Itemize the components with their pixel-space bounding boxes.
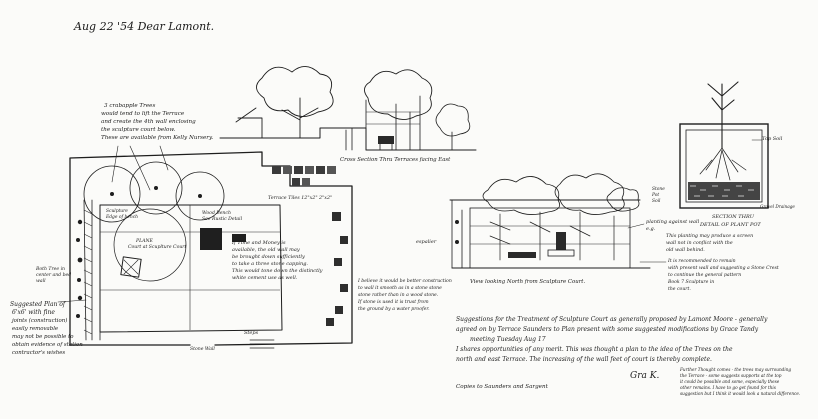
steps: Steps Stone Wall bbox=[190, 330, 275, 352]
svg-text:Book 7 Sculpture in: Book 7 Sculpture in bbox=[667, 279, 714, 285]
svg-text:Suggestions for the Treatment: Suggestions for the Treatment of Sculptu… bbox=[456, 316, 768, 323]
bench: Wood Bench See Rustic Detail bbox=[200, 210, 246, 250]
sculpture-base bbox=[120, 256, 142, 278]
svg-text:easily removable: easily removable bbox=[12, 326, 58, 332]
svg-text:Pot: Pot bbox=[651, 193, 659, 198]
plane-label: PLANE Court at Scuplture Court bbox=[128, 238, 186, 250]
svg-text:Court at Scuplture Court: Court at Scuplture Court bbox=[128, 244, 186, 250]
side-note: Further Thought comes - the trees may su… bbox=[679, 367, 800, 396]
svg-text:old wall behind.: old wall behind. bbox=[666, 247, 705, 253]
svg-text:may not be possible to: may not be possible to bbox=[12, 334, 74, 340]
svg-text:to take a three stone capping.: to take a three stone capping. bbox=[232, 261, 308, 267]
svg-text:north and east Terrace. The in: north and east Terrace. The increasing o… bbox=[456, 356, 712, 363]
svg-text:SECTION THRU: SECTION THRU bbox=[712, 214, 755, 220]
recommend-note: It is recommended to remain with present… bbox=[667, 258, 779, 292]
balance-note: I believe it would be better constructio… bbox=[357, 278, 452, 312]
svg-text:to continue the general patter: to continue the general pattern bbox=[668, 272, 741, 278]
svg-text:wall not in conflict with the: wall not in conflict with the bbox=[666, 240, 733, 246]
svg-text:to wall it smooth as in a ston: to wall it smooth as in a stone stone bbox=[358, 285, 442, 291]
sculpture-label: Sculpture Edge of bench bbox=[105, 209, 138, 220]
svg-text:meeting Tuesday Aug 17: meeting Tuesday Aug 17 bbox=[470, 336, 546, 343]
view-north: View looking North from Sculpture Court.… bbox=[449, 173, 779, 292]
gravel-label: Gravel Drainage bbox=[760, 204, 795, 209]
hedge-strip bbox=[76, 199, 101, 341]
svg-text:contractor's wishes: contractor's wishes bbox=[12, 350, 65, 356]
svg-text:This would tone down the disti: This would tone down the distinctly bbox=[232, 268, 323, 274]
cross-section-caption: Cross Section Thru Terraces facing East bbox=[340, 157, 451, 163]
view-north-caption: View looking North from Sculpture Court. bbox=[470, 279, 585, 285]
svg-text:white cement use as well.: white cement use as well. bbox=[232, 275, 298, 281]
cross-section: Cross Section Thru Terraces facing East bbox=[219, 66, 477, 163]
svg-text:This planting may produce a sc: This planting may produce a screen bbox=[666, 233, 753, 239]
svg-text:3 crabapple Trees: 3 crabapple Trees bbox=[104, 103, 155, 109]
terrace-tiles bbox=[272, 166, 336, 186]
svg-text:If Time and Money is: If Time and Money is bbox=[231, 240, 286, 246]
planter-side-label: Stone Pot Soil bbox=[651, 187, 665, 204]
svg-text:Edge of bench: Edge of bench bbox=[105, 215, 138, 220]
svg-text:available, the old wall may: available, the old wall may bbox=[232, 247, 300, 253]
svg-text:Both Tree in: Both Tree in bbox=[35, 266, 65, 272]
svg-text:other remains. I have to go ge: other remains. I have to go get found fo… bbox=[680, 385, 776, 390]
svg-text:Further Thought comes - the tr: Further Thought comes - the trees may su… bbox=[679, 367, 791, 372]
header-title: Aug 22 '54 Dear Lamont. bbox=[73, 20, 214, 33]
espalier-label: espalier bbox=[416, 239, 437, 245]
tree-note: 3 crabapple Trees would tend to lift the… bbox=[101, 103, 213, 141]
planter-title: SECTION THRU DETAIL OF PLANT POT bbox=[699, 214, 761, 228]
svg-text:the ground by a water proofer.: the ground by a water proofer. bbox=[358, 306, 430, 312]
garden-plan: 3 crabapple Trees would tend to lift the… bbox=[10, 103, 452, 356]
svg-text:Copies to Saunders and Sargent: Copies to Saunders and Sargent bbox=[456, 384, 549, 390]
svg-text:Wood Bench: Wood Bench bbox=[202, 210, 231, 216]
svg-text:6'x6' with fine: 6'x6' with fine bbox=[12, 309, 55, 316]
planting-note: This planting may produce a screen wall … bbox=[666, 233, 753, 253]
svg-text:e.g.: e.g. bbox=[646, 226, 656, 232]
svg-text:it could be possible and some,: it could be possible and some, especiall… bbox=[680, 379, 780, 384]
svg-text:the court.: the court. bbox=[668, 286, 691, 292]
wall-note: If Time and Money is available, the old … bbox=[231, 240, 323, 281]
planter-column bbox=[326, 212, 348, 326]
svg-text:I believe it would be better c: I believe it would be better constructio… bbox=[357, 278, 452, 284]
svg-text:DETAIL OF PLANT POT: DETAIL OF PLANT POT bbox=[699, 222, 761, 228]
svg-text:would tend to lift the Terrace: would tend to lift the Terrace bbox=[101, 111, 185, 117]
svg-text:wall: wall bbox=[36, 278, 46, 284]
signature: Gra K. bbox=[630, 371, 659, 381]
svg-text:suggestion but I think it woul: suggestion but I think it would look a n… bbox=[680, 391, 800, 396]
svg-text:Steps: Steps bbox=[244, 330, 259, 336]
svg-text:Stone Wall: Stone Wall bbox=[190, 346, 215, 352]
svg-text:obtain evidence of station: obtain evidence of station bbox=[12, 342, 83, 348]
terrace-label: Terrace Tiles 12"x2" 2"x2" bbox=[268, 195, 332, 201]
svg-text:PLANE: PLANE bbox=[135, 238, 153, 244]
svg-text:These are available from Kelly: These are available from Kelly Nursery. bbox=[101, 135, 213, 141]
svg-text:It is recommended to remain: It is recommended to remain bbox=[667, 258, 736, 264]
svg-text:I shares opportunities of any: I shares opportunities of any merit. Thi… bbox=[455, 346, 733, 353]
svg-text:be brought down sufficiently: be brought down sufficiently bbox=[232, 254, 305, 260]
svg-text:joints (construction): joints (construction) bbox=[11, 317, 67, 324]
svg-text:the sculpture court below.: the sculpture court below. bbox=[101, 127, 176, 133]
svg-text:with present wall and suggesti: with present wall and suggesting a Stone… bbox=[668, 265, 779, 271]
svg-text:Sculpture: Sculpture bbox=[106, 209, 128, 214]
topsoil-label: Top Soil bbox=[762, 136, 783, 142]
planting-label: planting against wall e.g. bbox=[646, 219, 700, 232]
hedge-note: Both Tree in center and bed wall bbox=[35, 266, 71, 284]
svg-text:Soil: Soil bbox=[652, 199, 661, 204]
svg-text:agreed on by Terrace Saunders: agreed on by Terrace Saunders to Plan pr… bbox=[456, 326, 759, 333]
svg-text:and create the 4th wall enclos: and create the 4th wall enclosing bbox=[101, 119, 196, 125]
svg-text:planting against wall: planting against wall bbox=[646, 219, 700, 225]
svg-text:center and bed: center and bed bbox=[36, 272, 71, 278]
planter-detail: Top Soil Stone Pot Soil SECTION THRU DET… bbox=[651, 81, 795, 228]
paving-note: Suggested Plan of 6'x6' with fine joints… bbox=[10, 301, 83, 356]
svg-text:If stone is used it is trust f: If stone is used it is trust from bbox=[357, 299, 429, 305]
svg-text:Stone: Stone bbox=[652, 187, 665, 192]
svg-text:the Terrace - some suggests su: the Terrace - some suggests supports at … bbox=[680, 373, 782, 378]
svg-text:stone rather than in a wood st: stone rather than in a wood stone. bbox=[358, 292, 439, 298]
suggestion-block: Suggestions for the Treatment of Sculptu… bbox=[455, 316, 800, 396]
svg-text:Suggested Plan of: Suggested Plan of bbox=[10, 301, 67, 308]
tree-canopies bbox=[83, 161, 225, 282]
svg-text:See Rustic Detail: See Rustic Detail bbox=[202, 216, 243, 222]
